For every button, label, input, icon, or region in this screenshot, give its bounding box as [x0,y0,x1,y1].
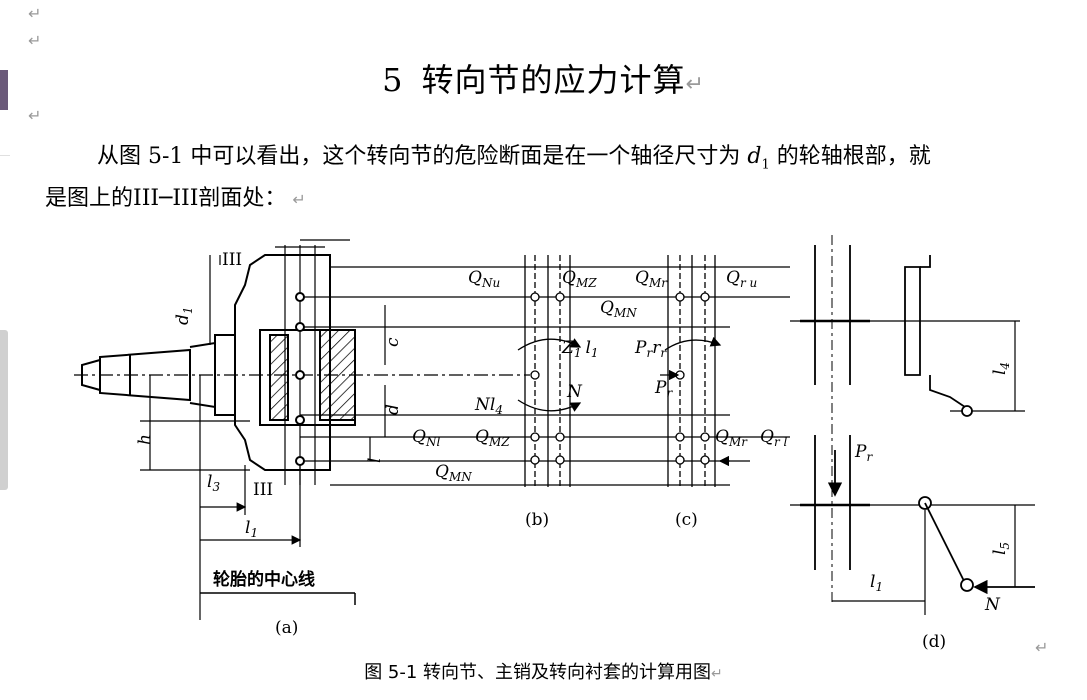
label-QMr-bot: QMr [715,427,748,449]
label-c: c [383,337,403,347]
label-l1-d: l1 [870,572,883,594]
label-d: d [383,404,403,415]
panel-c-drawing [660,255,750,487]
paragraph-mark: ↵ [685,72,705,97]
paragraph-mark: ↵ [28,4,42,23]
variable-subscript: 1 [761,157,770,173]
panel-d-labels: l4 Pr l5 l1 N (d) [854,362,1012,652]
paragraph-line-1: 从图 5-1 中可以看出，这个转向节的危险断面是在一个轴径尺寸为 d1 的轮轴根… [97,138,931,172]
text-run: 从图 5-1 中可以看出，这个转向节的危险断面是在一个轴径尺寸为 [97,144,748,169]
label-d1: d1 [173,306,195,325]
left-window-rail [0,0,10,700]
label-l4: l4 [990,362,1012,375]
label-l1: l1 [245,518,258,540]
label-N-b: N [566,382,583,402]
label-N-d: N [984,595,1001,615]
rail-divider [0,155,10,156]
panel-a-drawing [74,239,790,620]
panel-d-drawing [790,235,1035,615]
label-Prrr: Prrr [634,338,667,360]
figure-5-1: d1 h l3 l1 c d l III III 轮胎的中心线 (a) QNu … [70,225,1050,655]
label-l3: l3 [207,472,220,494]
paragraph-mark: ↵ [28,31,42,50]
text-run: 的轮轴根部，就 [769,144,931,169]
panel-label-c: (c) [675,510,698,530]
figure-drawing: d1 h l3 l1 c d l III III 轮胎的中心线 (a) QNu … [74,235,1035,652]
tire-centerline-label: 轮胎的中心线 [213,569,315,590]
heading-text: 转向节的应力计算 [421,61,686,99]
label-Qrl: Qr l [760,427,787,449]
section-mark-bottom: III [253,480,273,500]
label-Pr-d: Pr [854,442,873,464]
variable-d: d [747,144,762,169]
label-l5: l5 [990,542,1012,555]
panel-label-b: (b) [525,510,549,530]
label-l: l [365,458,385,463]
label-QNl: QNl [412,427,440,449]
figure-caption: 图 5-1 转向节、主销及转向衬套的计算用图↵ [0,658,1087,684]
label-QMN-bot: QMN [435,462,472,484]
label-QMZ-top: QMZ [562,268,597,290]
paragraph-mark: ↵ [711,666,723,682]
panel-a-labels: d1 h l3 l1 c d l III III 轮胎的中心线 (a) [135,250,403,638]
paragraph-line-2: 是图上的III─III剖面处： ↵ [45,180,306,212]
label-QMr-top: QMr [635,268,668,290]
paragraph-mark: ↵ [1035,638,1049,657]
caption-text: 图 5-1 转向节、主销及转向衬套的计算用图 [364,662,712,683]
text-run: 是图上的III─III剖面处： [45,186,287,211]
panel-label-a: (a) [275,618,298,638]
section-mark-top: III [222,250,242,270]
label-Pr-c: Pr [654,378,673,400]
label-QMN-top: QMN [600,298,637,320]
navigation-tab[interactable] [0,70,8,110]
label-QNu: QNu [468,268,500,290]
panel-label-d: (d) [922,632,946,652]
paragraph-mark: ↵ [28,106,42,125]
label-QMZ-bot: QMZ [475,427,510,449]
section-heading: 5 转向节的应力计算↵ [0,55,1087,101]
label-Nl4: Nl4 [474,395,503,417]
label-Qru: Qr u [726,268,757,290]
paragraph-mark: ↵ [292,190,306,209]
vertical-scrollbar[interactable] [0,330,8,490]
panel-b-drawing [517,255,582,487]
heading-number: 5 [382,61,404,99]
label-h: h [135,434,155,445]
